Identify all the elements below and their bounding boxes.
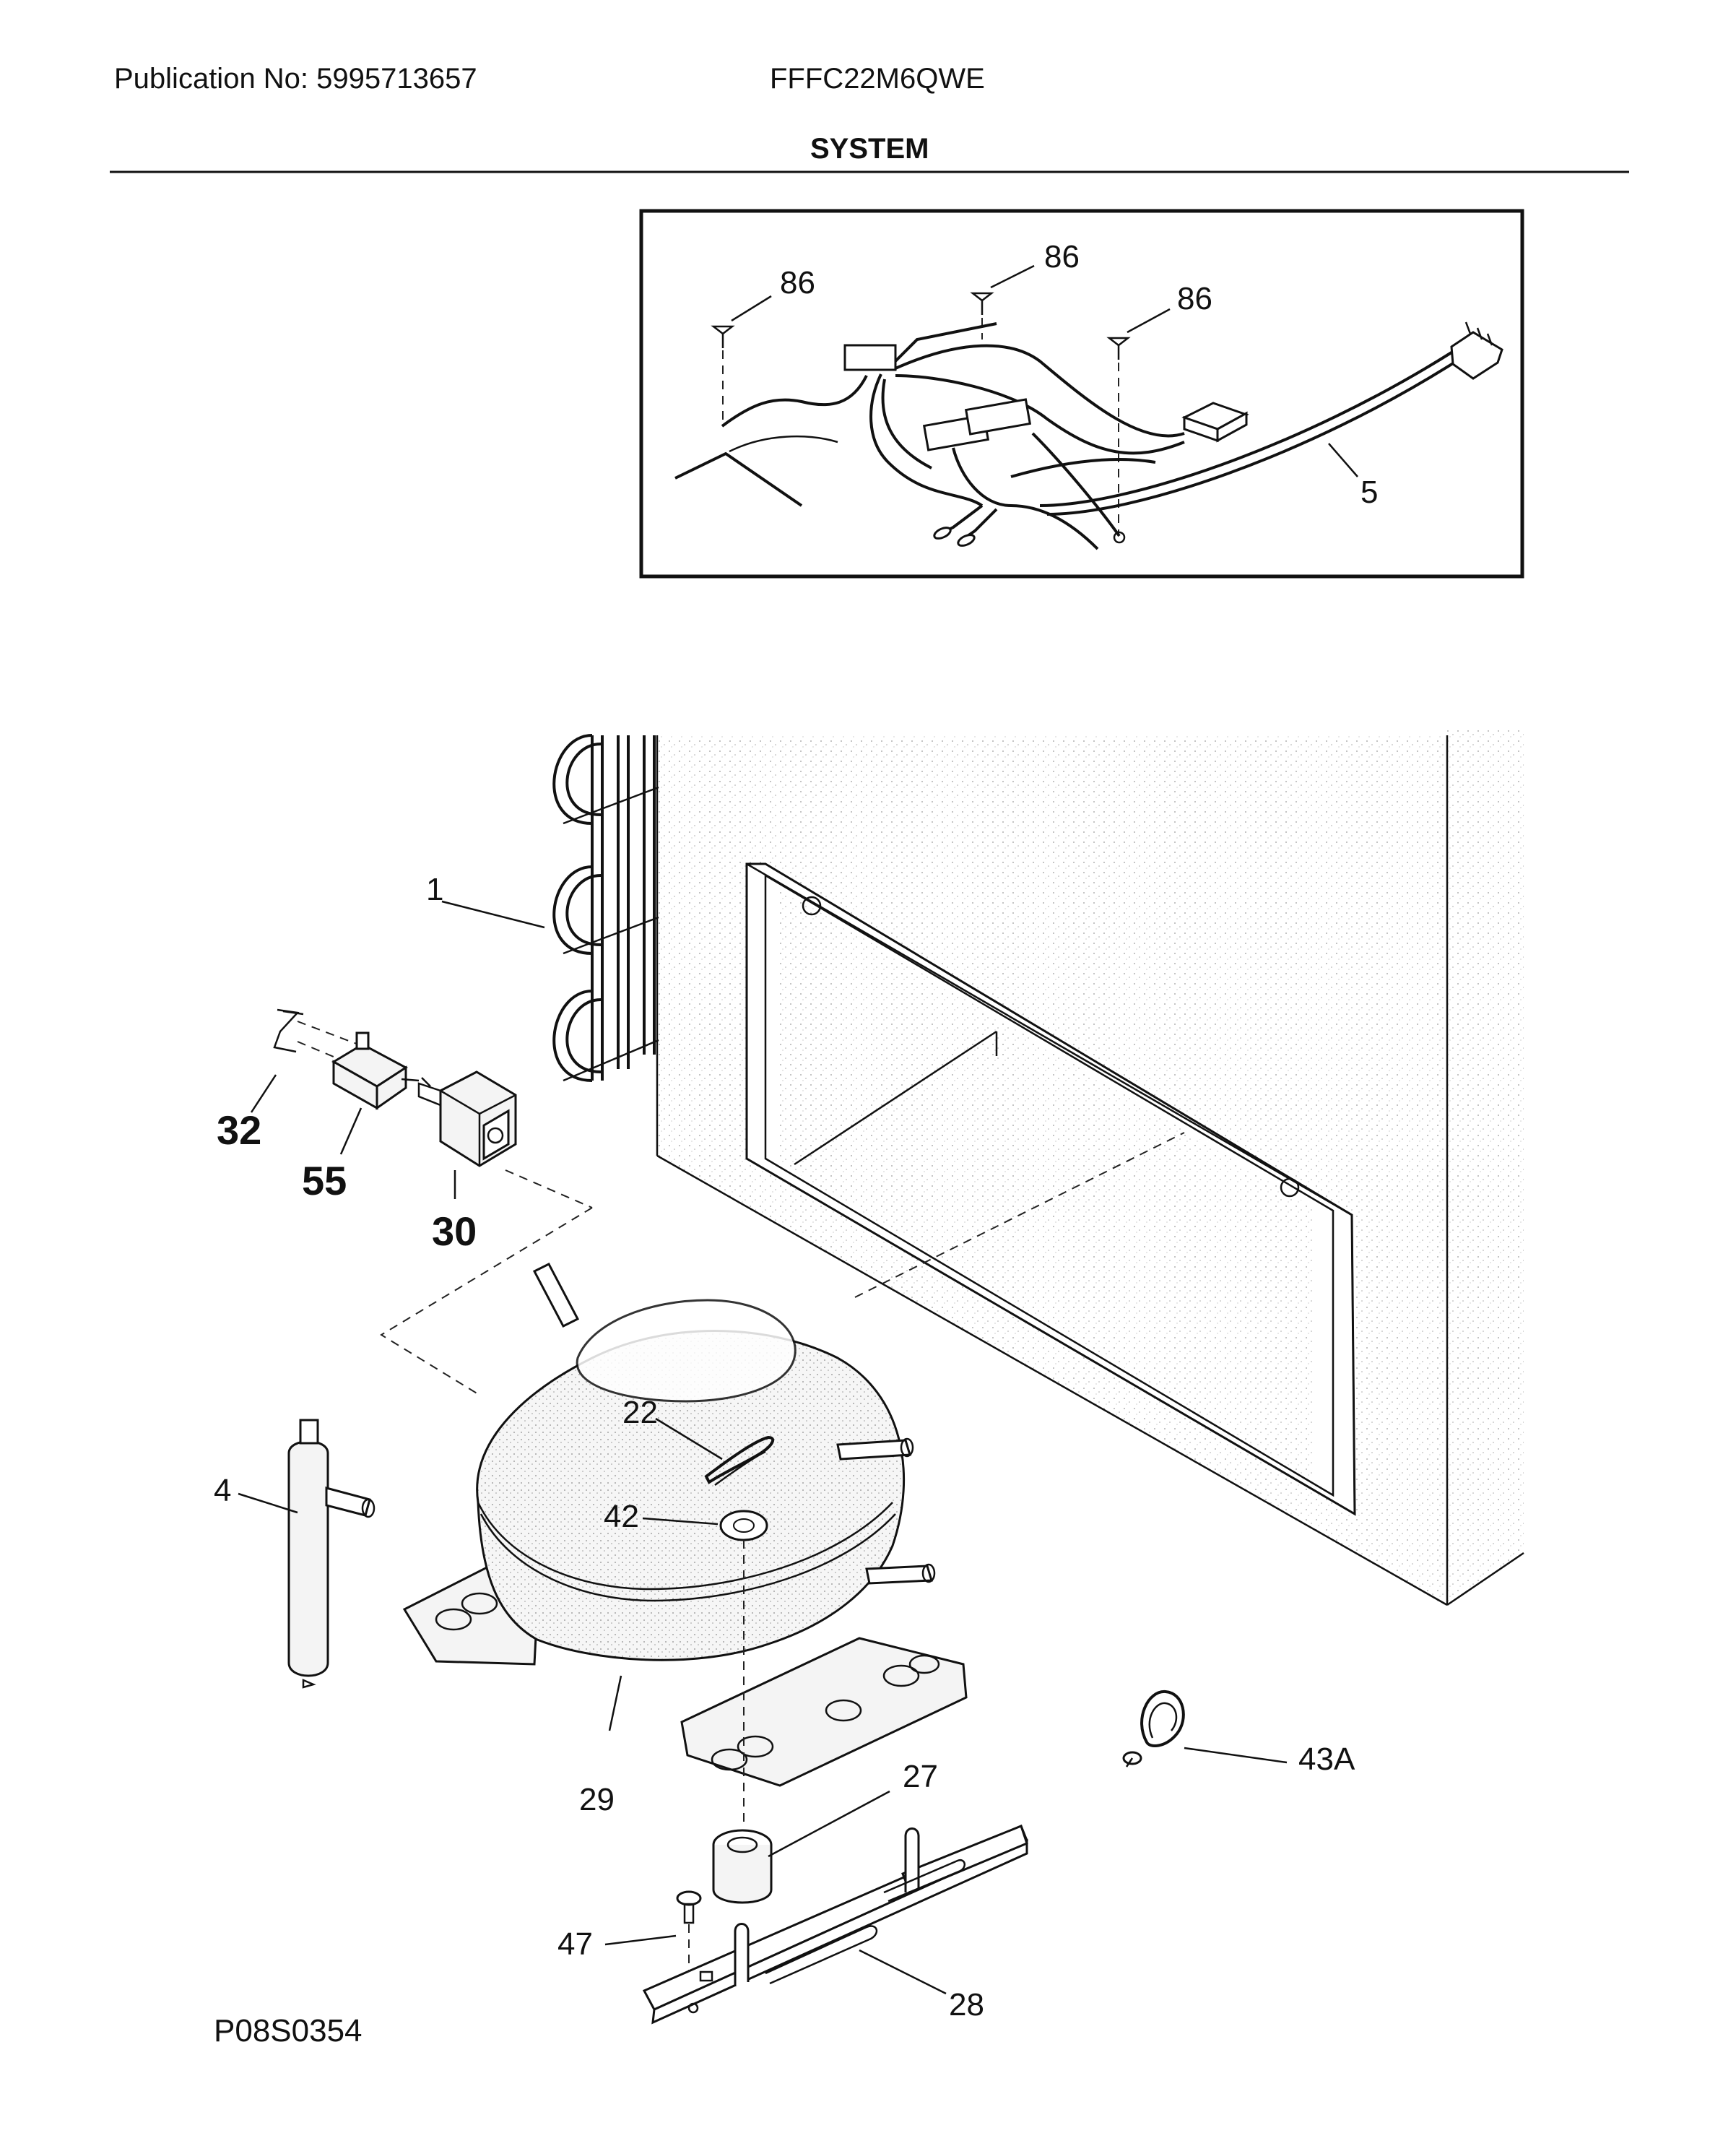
system-assembly: 1 32 55 <box>214 730 1524 2025</box>
callout-47: 47 <box>557 1926 593 1962</box>
callout-28: 28 <box>949 1987 984 2022</box>
callout-55: 55 <box>302 1158 347 1203</box>
callout-43a: 43A <box>1298 1742 1355 1777</box>
grommet-42-shape <box>719 1510 768 1541</box>
callout-30: 30 <box>432 1208 477 1254</box>
drier-4 <box>287 1419 376 1689</box>
screw-47 <box>676 1890 702 1972</box>
compressor-29 <box>402 1263 968 1827</box>
callout-5: 5 <box>1360 475 1378 510</box>
section-title: SYSTEM <box>810 133 929 165</box>
clamp-43a <box>1122 1689 1185 1768</box>
power-plug <box>1450 321 1503 380</box>
publication-number: Publication No: 5995713657 <box>114 63 477 95</box>
callout-86-a: 86 <box>780 265 815 300</box>
page-header: Publication No: 5995713657 FFFC22M6QWE S… <box>110 63 1629 173</box>
callout-29: 29 <box>579 1782 615 1817</box>
callout-4: 4 <box>214 1473 231 1508</box>
harness-terminal-block <box>1181 402 1249 443</box>
callout-27: 27 <box>903 1759 938 1794</box>
harness-splice-b <box>964 398 1032 436</box>
callout-32: 32 <box>217 1107 261 1153</box>
callout-86-b: 86 <box>1044 239 1080 274</box>
screw-86-a <box>711 325 735 423</box>
mount-guideline <box>380 1207 593 1395</box>
relay-30 <box>417 1070 593 1208</box>
callout-42: 42 <box>604 1499 639 1534</box>
grommet-27 <box>712 1829 773 1904</box>
harness-inset: 86 86 86 <box>639 209 1524 579</box>
callout-22: 22 <box>622 1395 658 1430</box>
mounting-bracket-28 <box>642 1825 1028 2025</box>
condenser-coil <box>552 734 659 1082</box>
figure-code: P08S0354 <box>214 2013 363 2048</box>
harness-connector <box>843 344 897 371</box>
model-number: FFFC22M6QWE <box>770 63 985 95</box>
wire-harness <box>674 321 1503 550</box>
overload-55 <box>331 1031 420 1110</box>
cabinet-back <box>656 730 1524 1606</box>
callout-1: 1 <box>426 872 443 907</box>
screw-86-b <box>970 292 994 339</box>
callout-86-c: 86 <box>1177 281 1212 316</box>
